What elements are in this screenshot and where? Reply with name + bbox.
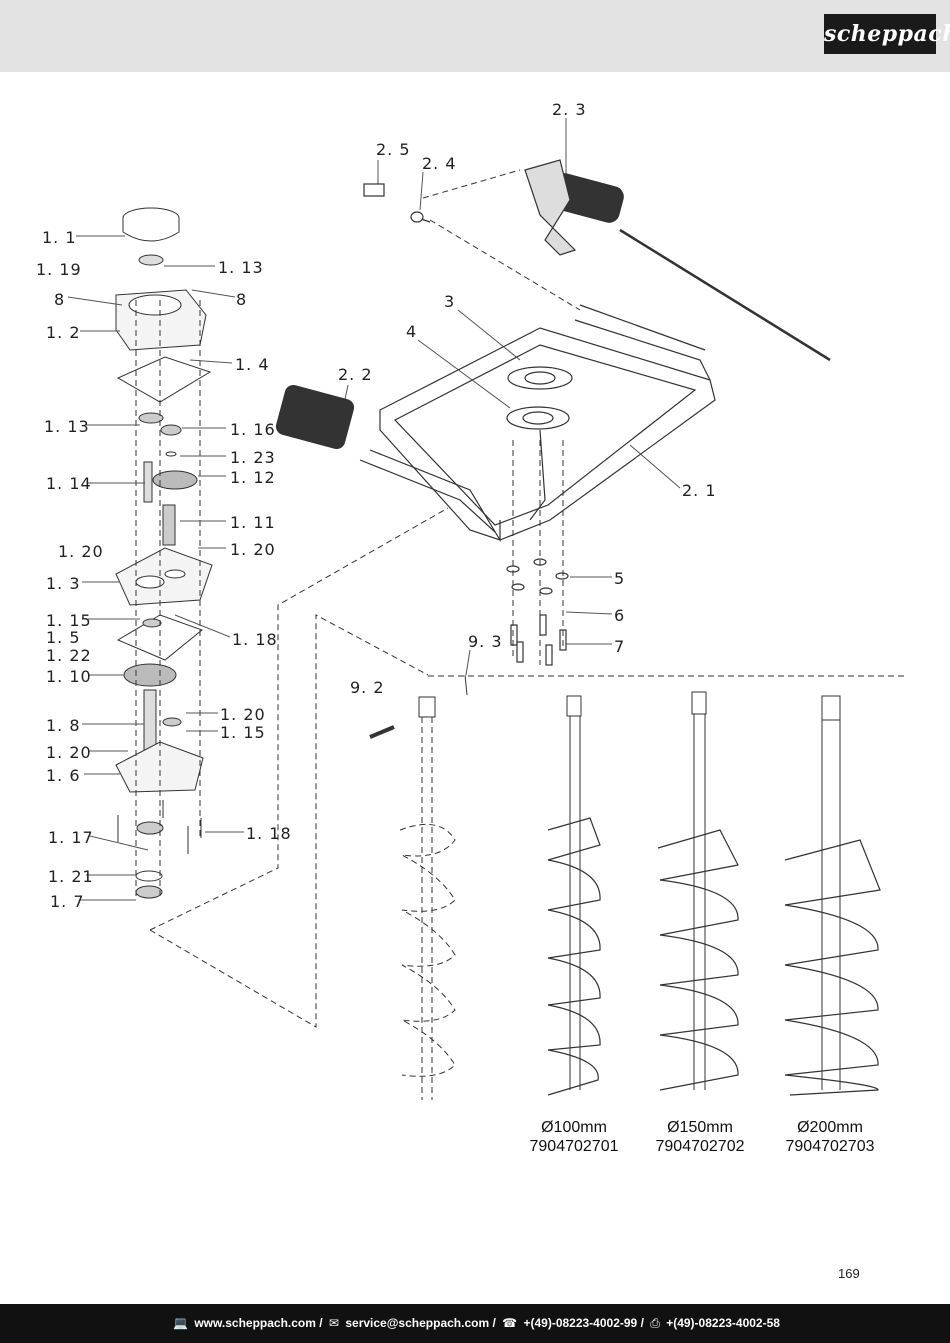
part-label: 1. 1 — [42, 228, 77, 247]
drawing-lines — [67, 118, 905, 1100]
auger-diameter: Ø200mm — [797, 1119, 863, 1136]
part-label: 1. 15 — [46, 611, 92, 630]
part-label: 2. 2 — [338, 365, 373, 384]
part-label: 1. 15 — [220, 723, 266, 742]
part-label: 1. 20 — [58, 542, 104, 561]
part-label: 1. 21 — [48, 867, 94, 886]
phone-icon: ☎ — [502, 1316, 518, 1330]
page-header: scheppach — [0, 0, 950, 72]
exploded-parts-drawing: 1. 1 1. 19 1. 13 8 8 1. 2 1. 4 1. 13 1. … — [0, 72, 950, 1302]
part-label: 1. 19 — [36, 260, 82, 279]
auger-diameter: Ø150mm — [667, 1119, 733, 1136]
part-label: 8 — [54, 290, 66, 309]
part-label: 1. 3 — [46, 574, 81, 593]
website-link[interactable]: www.scheppach.com — [194, 1316, 316, 1330]
auger-diameter: Ø100mm — [541, 1119, 607, 1136]
auger-drawings — [369, 674, 881, 1100]
auger-caption: Ø100mm 7904702701 — [514, 1118, 634, 1156]
email-link[interactable]: service@scheppach.com — [345, 1316, 490, 1330]
part-label: 5 — [614, 569, 626, 588]
part-label: 2. 4 — [422, 154, 457, 173]
part-label: 7 — [614, 637, 626, 656]
part-label: 1. 14 — [46, 474, 92, 493]
part-label: 1. 13 — [218, 258, 264, 277]
part-label: 1. 4 — [235, 355, 270, 374]
leader-lines — [67, 118, 681, 901]
part-label: 2. 5 — [376, 140, 411, 159]
page-number: 169 — [838, 1266, 860, 1281]
part-label: 1. 20 — [46, 743, 92, 762]
part-label: 1. 18 — [232, 630, 278, 649]
auger-part-number: 7904702701 — [529, 1138, 619, 1155]
auger-caption: Ø150mm 7904702702 — [640, 1118, 760, 1156]
fax-icon: ⎙ — [650, 1316, 660, 1330]
part-label: 1. 13 — [44, 417, 90, 436]
auger-part-number: 7904702702 — [655, 1138, 745, 1155]
part-label: 1. 5 — [46, 628, 81, 647]
part-label: 6 — [614, 606, 626, 625]
part-label: 1. 6 — [46, 766, 81, 785]
part-label: 1. 20 — [230, 540, 276, 559]
frame-assembly — [275, 159, 831, 666]
assembly-centerlines — [135, 169, 905, 1028]
part-label: 9. 2 — [350, 678, 385, 697]
part-label: 1. 10 — [46, 667, 92, 686]
part-label: 3 — [444, 292, 456, 311]
part-label: 1. 17 — [48, 828, 94, 847]
part-label: 1. 16 — [230, 420, 276, 439]
separator: / — [640, 1316, 644, 1330]
separator: / — [492, 1316, 496, 1330]
separator: / — [319, 1316, 323, 1330]
part-label: 1. 18 — [246, 824, 292, 843]
phone-number: +(49)-08223-4002-99 — [523, 1316, 638, 1330]
part-label: 8 — [236, 290, 248, 309]
computer-icon: 💻 — [173, 1316, 188, 1330]
page-footer: 💻 www.scheppach.com / ✉ service@scheppac… — [0, 1304, 950, 1343]
part-label: 1. 20 — [220, 705, 266, 724]
part-label: 1. 23 — [230, 448, 276, 467]
auger-part-number: 7904702703 — [785, 1138, 875, 1155]
part-label: 1. 7 — [50, 892, 85, 911]
part-label: 2. 1 — [682, 481, 717, 500]
scheppach-logo: scheppach — [824, 14, 950, 54]
part-label: 1. 2 — [46, 323, 81, 342]
fax-number: +(49)-08223-4002-58 — [666, 1316, 780, 1330]
part-label: 1. 8 — [46, 716, 81, 735]
part-label: 4 — [406, 322, 418, 341]
part-label: 2. 3 — [552, 100, 587, 119]
auger-caption: Ø200mm 7904702703 — [770, 1118, 890, 1156]
mail-icon: ✉ — [328, 1316, 340, 1330]
part-label: 1. 12 — [230, 468, 276, 487]
gearbox-assembly — [115, 207, 213, 899]
part-label: 9. 3 — [468, 632, 503, 651]
part-label: 1. 22 — [46, 646, 92, 665]
part-label: 1. 11 — [230, 513, 276, 532]
